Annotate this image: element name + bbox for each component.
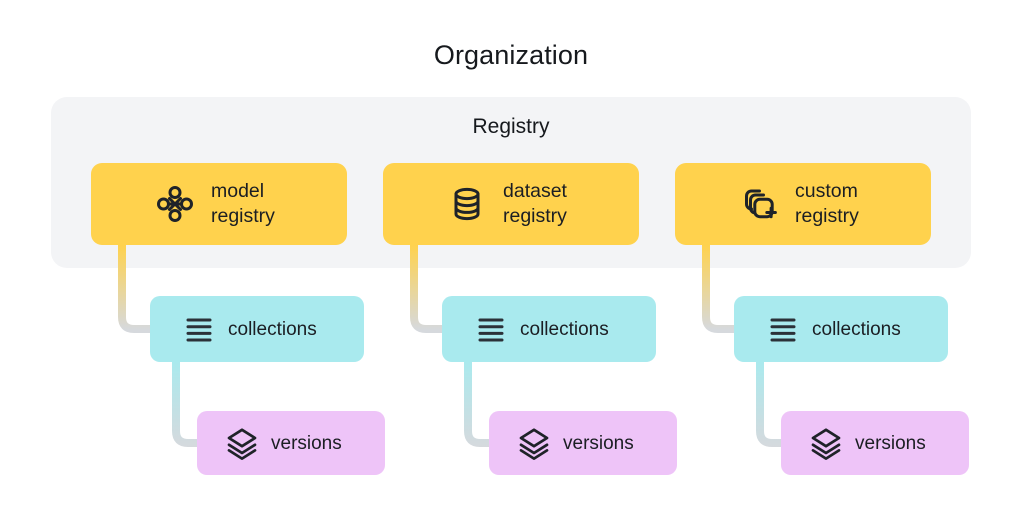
layers-stack-icon bbox=[517, 426, 551, 460]
card-versions-3[interactable]: versions bbox=[781, 411, 969, 475]
stacked-squares-plus-icon bbox=[737, 182, 781, 226]
card-dataset-registry[interactable]: dataset registry bbox=[383, 163, 639, 245]
card-label: collections bbox=[228, 318, 317, 340]
list-lines-icon bbox=[183, 313, 215, 345]
card-label: collections bbox=[520, 318, 609, 340]
card-label: versions bbox=[855, 432, 926, 454]
page-title: Organization bbox=[433, 40, 589, 70]
card-custom-registry[interactable]: custom registry bbox=[675, 163, 931, 245]
registry-panel-title: Registry bbox=[472, 115, 550, 138]
card-label: custom registry bbox=[795, 180, 859, 227]
card-collections-3[interactable]: collections bbox=[734, 296, 948, 362]
card-versions-2[interactable]: versions bbox=[489, 411, 677, 475]
card-label: versions bbox=[271, 432, 342, 454]
card-versions-1[interactable]: versions bbox=[197, 411, 385, 475]
card-label: dataset registry bbox=[503, 180, 567, 227]
card-model-registry[interactable]: model registry bbox=[91, 163, 347, 245]
card-collections-1[interactable]: collections bbox=[150, 296, 364, 362]
card-label: model registry bbox=[211, 180, 275, 227]
layers-stack-icon bbox=[225, 426, 259, 460]
database-cylinder-icon bbox=[445, 182, 489, 226]
list-lines-icon bbox=[475, 313, 507, 345]
card-label: collections bbox=[812, 318, 901, 340]
layers-stack-icon bbox=[809, 426, 843, 460]
list-lines-icon bbox=[767, 313, 799, 345]
card-label: versions bbox=[563, 432, 634, 454]
model-graph-icon bbox=[153, 182, 197, 226]
card-collections-2[interactable]: collections bbox=[442, 296, 656, 362]
